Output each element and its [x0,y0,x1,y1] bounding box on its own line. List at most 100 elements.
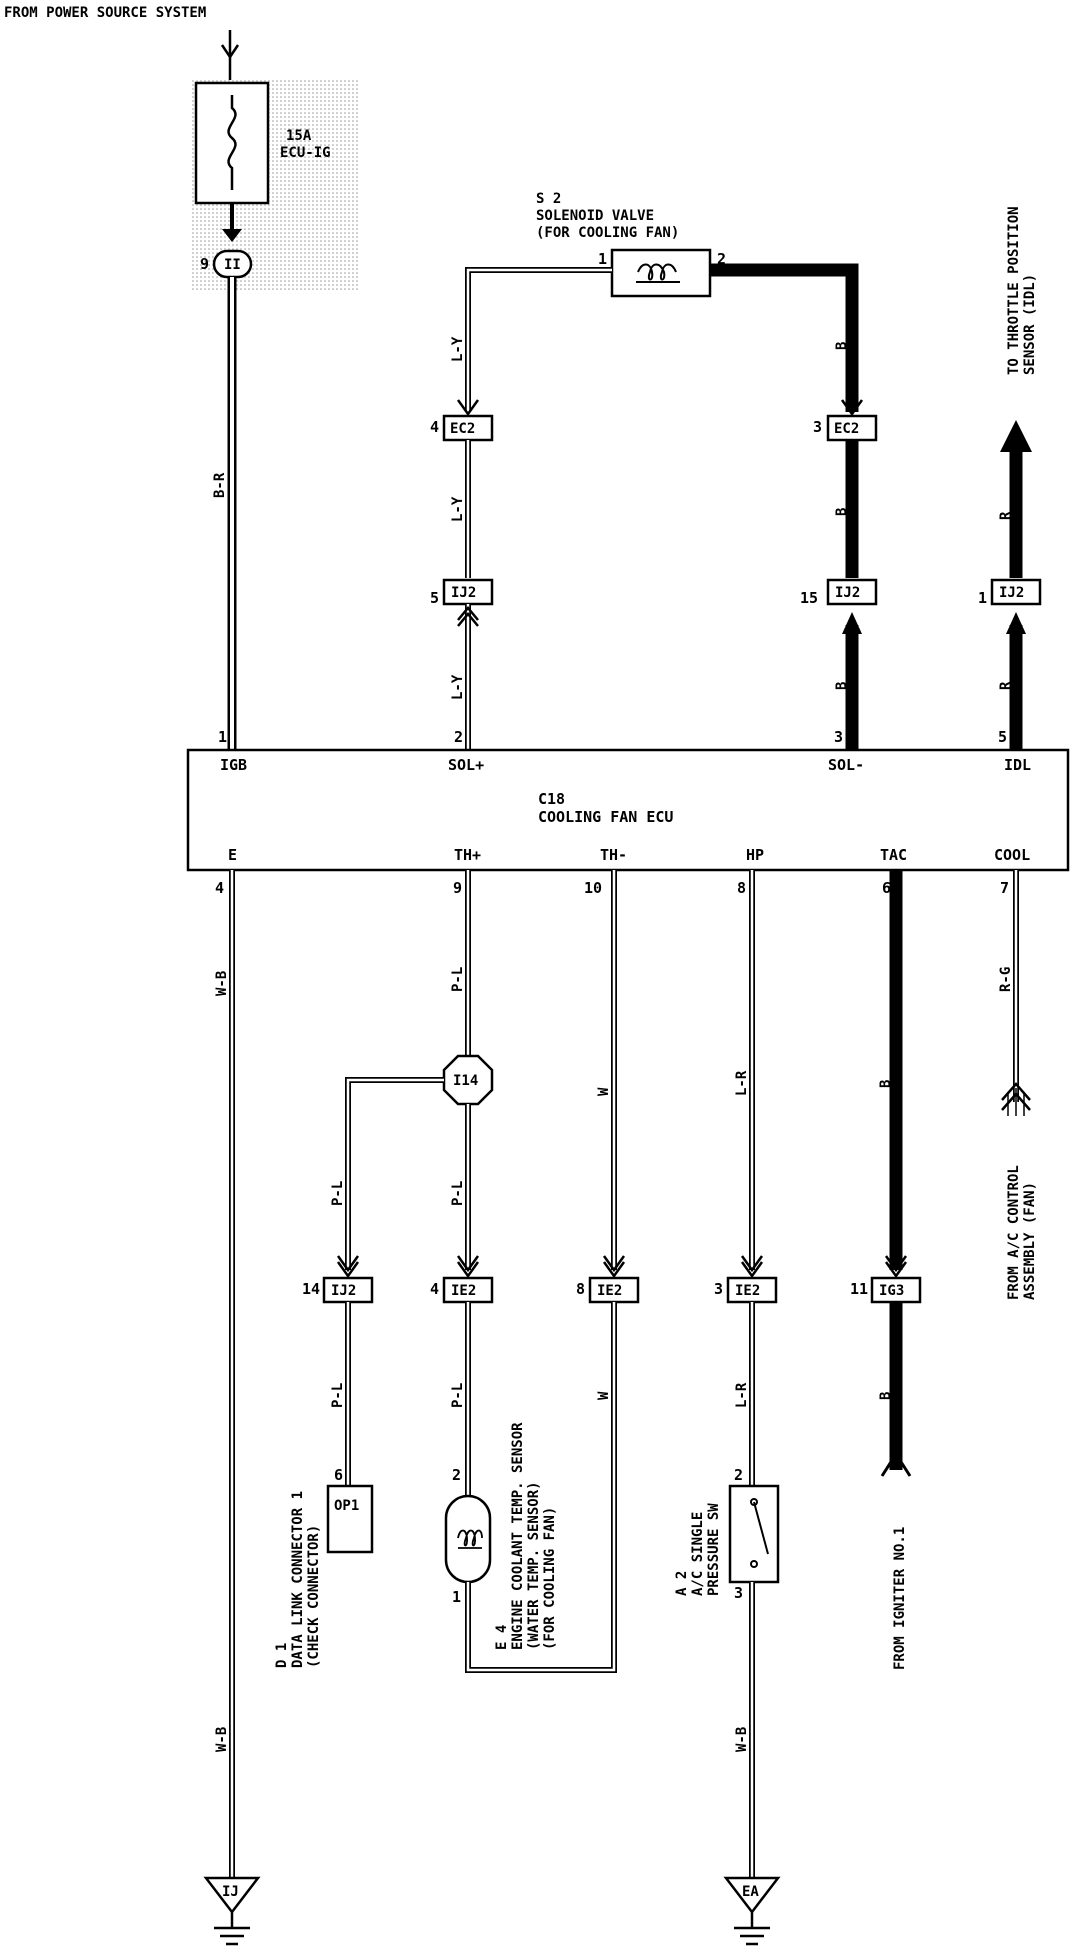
wire-pl-label-3: P-L [450,1181,466,1206]
ground-ea-icon [723,1876,781,1915]
wire-wb-label-1: W-B [214,971,230,996]
junction-i14 [442,1054,494,1106]
dlc-connector-box [326,1484,374,1554]
temp-sensor-label-1: ENGINE COOLANT TEMP. SENSOR [510,1422,526,1650]
ecu-pin-sol-plus: SOL+ [448,756,484,774]
wire-ly-label-2: L-Y [450,496,466,522]
wire-wb-label-3: W-B [734,1727,750,1752]
wire-ly-label-1: L-Y [450,336,466,362]
wire-lr-label-2: L-R [734,1382,750,1408]
wire-pl-label-1: P-L [450,967,466,992]
tps-label-2: SENSOR (IDL) [1022,274,1038,375]
connector-ij2-c [990,578,1042,606]
ecu-pin-5: 5 [998,728,1007,746]
fuse-pin: 9 [200,255,209,273]
ecu-pin-th-plus: TH+ [454,846,481,864]
wire-rg-label: R-G [998,967,1014,992]
ig3-label: IG3 [879,1283,904,1299]
wire-pl-label-2: P-L [330,1181,346,1206]
ij2-c-label: IJ2 [999,585,1024,601]
ie2-c-label: IE2 [735,1283,760,1299]
wire-ly-label-3: L-Y [450,674,466,700]
ecu-pin-1: 1 [218,728,227,746]
ecu-pin-th-minus: TH- [600,846,627,864]
ecu-pin-igb: IGB [220,756,247,774]
ecu-pin-3: 3 [834,728,843,746]
ground-ea-label: EA [742,1884,759,1900]
solenoid-pin-2: 2 [717,250,726,268]
wire-r-label-2: R [998,681,1014,690]
ac-control-label-2: ASSEMBLY (FAN) [1022,1182,1038,1300]
solenoid-id: S 2 [536,191,561,207]
dlc-label-1: DATA LINK CONNECTOR 1 [290,1491,306,1668]
tps-label-1: TO THROTTLE POSITION [1006,206,1022,375]
ie2-a-label: IE2 [451,1283,476,1299]
ec2-right-label: EC2 [834,421,859,437]
ground-ij-label: IJ [222,1884,239,1900]
fuse-icon [227,95,237,190]
junction-i14-label: I14 [453,1073,478,1089]
ij2-b-label: IJ2 [835,585,860,601]
ecu-pin-4: 4 [215,879,224,897]
sensor-pin-bottom: 1 [452,1588,461,1606]
wire-pl-label-5: P-L [450,1383,466,1408]
ecu-pin-tac: TAC [880,846,907,864]
ie2-b-label: IE2 [597,1283,622,1299]
ij2-a-pin: 5 [430,589,439,607]
ij2-d-label: IJ2 [331,1283,356,1299]
ie2-c-pin: 3 [714,1280,723,1298]
temp-sensor-label-3: (FOR COOLING FAN) [542,1507,558,1650]
ecu-pin-sol-minus: SOL- [828,756,864,774]
wire-pl-label-4: P-L [330,1383,346,1408]
connector-ij2-b [826,578,878,606]
wire-w-label-2: W [596,1391,612,1400]
dlc-pin: 6 [334,1466,343,1484]
ie2-a-pin: 4 [430,1280,439,1298]
sensor-pin-top: 2 [452,1466,461,1484]
ie2-b-pin: 8 [576,1280,585,1298]
wire-b-label-1: B [834,342,850,350]
pressure-sw-pin-top: 2 [734,1466,743,1484]
pressure-sw-label-1: A/C SINGLE [690,1512,706,1596]
temp-sensor-label-2: (WATER TEMP. SENSOR) [526,1481,542,1650]
power-source-label: FROM POWER SOURCE SYSTEM [4,5,206,21]
solenoid-name-2: (FOR COOLING FAN) [536,225,679,241]
ac-control-label-1: FROM A/C CONTROL [1006,1165,1022,1300]
thermistor-icon [457,1529,483,1547]
ecu-box [186,748,1070,872]
wire-b-label-5: B [878,1392,894,1400]
ecu-pin-8: 8 [737,879,746,897]
solenoid-pin-1: 1 [598,250,607,268]
dlc-id: D 1 [274,1643,290,1668]
pressure-sw-label-2: PRESSURE SW [706,1503,722,1596]
wire-r-label-1: R [998,511,1014,520]
wire-lr-label-1: L-R [734,1070,750,1096]
switch-contact-icon [753,1501,769,1555]
ecu-pin-hp: HP [746,846,764,864]
wire-b-label-3: B [834,682,850,690]
igniter-arrow-icon [880,1451,912,1477]
tps-arrow-icon [1000,420,1032,452]
ecu-pin-idl: IDL [1004,756,1031,774]
ec2-left-pin: 4 [430,418,439,436]
ecu-pin-7: 7 [1000,879,1009,897]
fuse-rating: 15A [286,128,312,144]
solenoid-name-1: SOLENOID VALVE [536,208,654,224]
coil-icon [637,263,677,281]
ecu-pin-9: 9 [453,879,462,897]
igniter-label: FROM IGNITER NO.1 [892,1527,908,1670]
ij2-a-label: IJ2 [451,585,476,601]
ecu-pin-e: E [228,846,237,864]
wire-wb-label-2: W-B [214,1727,230,1752]
ecu-pin-cool: COOL [994,846,1030,864]
connector-ij2-d [322,1276,374,1304]
connector-ii-label: II [224,257,241,273]
ecu-pin-10: 10 [584,879,602,897]
dlc-label-2: (CHECK CONNECTOR) [306,1525,322,1668]
pressure-sw-pin-bottom: 3 [734,1584,743,1602]
ecu-id: C18 [538,790,565,808]
ecu-pin-6: 6 [882,879,891,897]
ij2-d-pin: 14 [302,1280,320,1298]
ac-control-chevron-icon [1001,1082,1031,1101]
